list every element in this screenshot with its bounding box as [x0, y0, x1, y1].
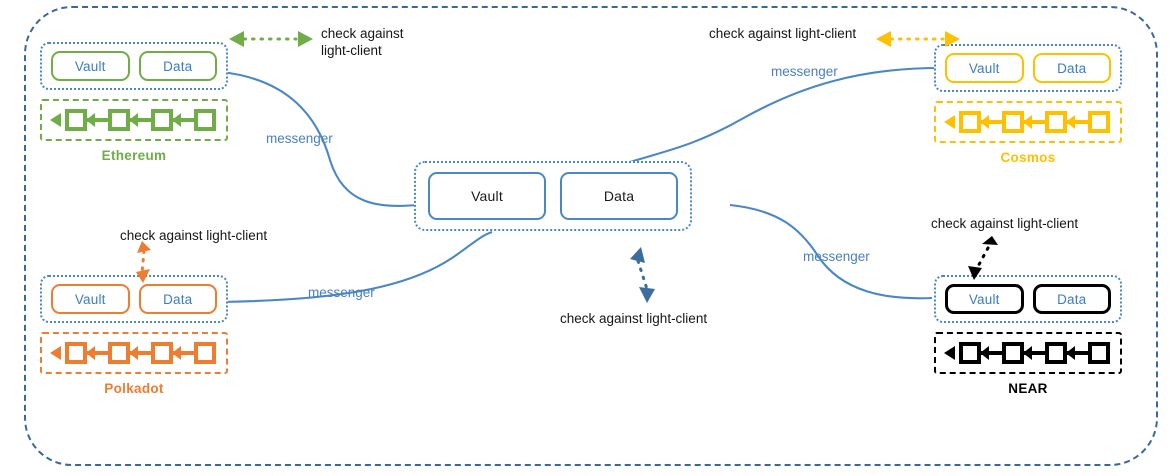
- near-block: [1002, 342, 1024, 364]
- polkadot-block: [108, 342, 130, 364]
- ethereum-blockchain-strip: [40, 99, 228, 141]
- light-client-label-cosmos: check against light-client: [709, 26, 857, 41]
- outer-network-boundary: [24, 6, 1158, 466]
- near-chain-head-arrow-icon: [944, 346, 958, 360]
- near-vault-node[interactable]: Vault: [945, 284, 1024, 314]
- ethereum-chain-head-arrow-icon: [50, 113, 64, 127]
- polkadot-link-arrow-icon: [86, 346, 108, 360]
- cosmos-link-arrow-icon: [1066, 115, 1088, 129]
- ethereum-vault-node[interactable]: Vault: [51, 51, 130, 81]
- cosmos-block: [1002, 111, 1024, 133]
- messenger-curve-cosmos: [623, 66, 941, 165]
- chain-group-near[interactable]: Vault Data NEAR: [934, 275, 1122, 396]
- cosmos-link-arrow-icon: [980, 115, 1002, 129]
- light-client-arrow-polkadot: [128, 241, 160, 283]
- polkadot-vault-node[interactable]: Vault: [51, 284, 130, 314]
- messenger-label-cosmos: messenger: [771, 64, 838, 79]
- ethereum-data-node[interactable]: Data: [138, 51, 217, 81]
- near-data-node[interactable]: Data: [1032, 284, 1111, 314]
- ethereum-block: [108, 109, 130, 131]
- chain-label-polkadot: Polkadot: [104, 381, 164, 396]
- polkadot-block: [65, 342, 87, 364]
- hub-vault-node[interactable]: Vault: [428, 172, 546, 220]
- ethereum-link-arrow-icon: [172, 113, 194, 127]
- light-client-label-near: check against light-client: [931, 216, 1079, 231]
- polkadot-vault-data-container: Vault Data: [40, 275, 228, 323]
- cosmos-chain-head-arrow-icon: [944, 115, 958, 129]
- messenger-curve-ethereum: [221, 70, 419, 207]
- near-block: [1088, 342, 1110, 364]
- hub-group[interactable]: Vault Data: [414, 161, 692, 231]
- polkadot-chain-head-arrow-icon: [50, 346, 64, 360]
- chain-group-polkadot[interactable]: Vault Data Polkadot: [40, 275, 228, 396]
- cosmos-vault-data-container: Vault Data: [934, 44, 1122, 92]
- polkadot-link-arrow-icon: [172, 346, 194, 360]
- near-link-arrow-icon: [1023, 346, 1045, 360]
- light-client-arrow-hub: [625, 245, 665, 307]
- chain-label-ethereum: Ethereum: [101, 148, 167, 163]
- near-vault-data-container: Vault Data: [934, 275, 1122, 323]
- light-client-arrow-cosmos: [873, 28, 963, 50]
- cosmos-block: [959, 111, 981, 133]
- ethereum-block: [151, 109, 173, 131]
- cosmos-link-arrow-icon: [1023, 115, 1045, 129]
- near-block: [1045, 342, 1067, 364]
- polkadot-blockchain-strip: [40, 332, 228, 374]
- light-client-arrow-near: [962, 236, 1002, 282]
- chain-group-cosmos[interactable]: Vault Data Cosmos: [934, 44, 1122, 165]
- near-block: [959, 342, 981, 364]
- cosmos-blockchain-strip: [934, 101, 1122, 143]
- chain-label-near: NEAR: [1008, 381, 1048, 396]
- light-client-label-ethereum: check against light-client: [321, 26, 404, 58]
- messenger-label-near: messenger: [803, 249, 870, 264]
- hub-vault-data-container: Vault Data: [414, 161, 692, 231]
- messenger-label-ethereum: messenger: [266, 131, 333, 146]
- messenger-curve-polkadot: [221, 231, 493, 304]
- chain-label-cosmos: Cosmos: [1000, 150, 1056, 165]
- cosmos-block: [1088, 111, 1110, 133]
- polkadot-block: [151, 342, 173, 364]
- cosmos-block: [1045, 111, 1067, 133]
- messenger-label-polkadot: messenger: [308, 285, 375, 300]
- near-link-arrow-icon: [1066, 346, 1088, 360]
- near-blockchain-strip: [934, 332, 1122, 374]
- hub-data-node[interactable]: Data: [560, 172, 678, 220]
- ethereum-block: [194, 109, 216, 131]
- light-client-label-hub: check against light-client: [560, 311, 708, 326]
- cosmos-data-node[interactable]: Data: [1032, 53, 1111, 83]
- ethereum-vault-data-container: Vault Data: [40, 42, 228, 90]
- cosmos-vault-node[interactable]: Vault: [945, 53, 1024, 83]
- light-client-label-polkadot: check against light-client: [120, 228, 268, 243]
- polkadot-block: [194, 342, 216, 364]
- polkadot-link-arrow-icon: [129, 346, 151, 360]
- messenger-curve-near: [729, 203, 933, 300]
- light-client-arrow-ethereum: [226, 28, 316, 50]
- polkadot-data-node[interactable]: Data: [138, 284, 217, 314]
- ethereum-link-arrow-icon: [86, 113, 108, 127]
- chain-group-ethereum[interactable]: Vault Data Ethereum: [40, 42, 228, 163]
- ethereum-link-arrow-icon: [129, 113, 151, 127]
- near-link-arrow-icon: [980, 346, 1002, 360]
- ethereum-block: [65, 109, 87, 131]
